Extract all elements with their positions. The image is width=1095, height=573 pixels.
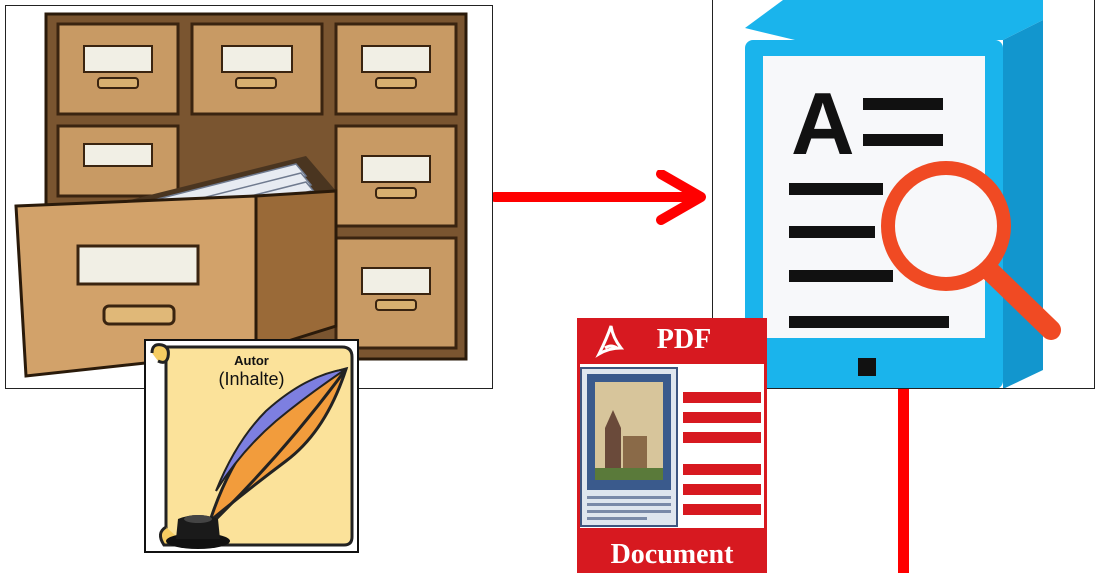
document-search-panel: A: [712, 0, 1095, 389]
vertical-connector-line: [898, 389, 909, 573]
author-subtitle: (Inhalte): [218, 369, 285, 389]
author-title: Autor: [234, 353, 269, 368]
author-card: Autor (Inhalte): [144, 339, 359, 553]
card-catalog-panel: [5, 5, 493, 389]
document-search-tablet-icon: [745, 0, 1061, 388]
right-arrow-icon: [493, 170, 706, 225]
card-catalog-cabinet-icon: [14, 12, 468, 378]
pdf-document-icon: [580, 325, 764, 528]
adobe-pdf-icon: [595, 325, 625, 358]
pdf-document-card: PDF Document: [577, 318, 767, 573]
quill-and-inkwell-icon: [150, 343, 354, 549]
pdf-footer-label: Document: [610, 539, 734, 570]
document-letter: A: [791, 74, 855, 173]
pdf-title: PDF: [656, 324, 712, 355]
